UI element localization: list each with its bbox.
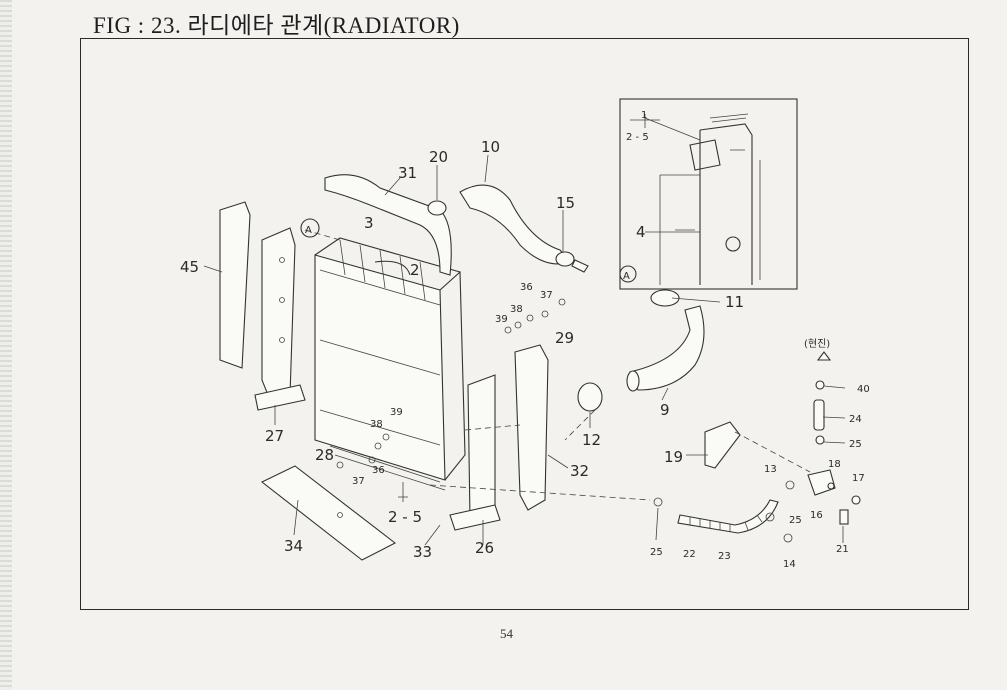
bracket-27 <box>254 227 306 411</box>
label-hyeonjin: (현진) <box>804 338 830 350</box>
label-22: 22 <box>683 549 696 560</box>
scan-edge-strip <box>0 0 12 690</box>
label-A-main: A <box>305 225 312 236</box>
upper-hose-10 <box>459 184 571 265</box>
label-17: 17 <box>852 473 865 484</box>
label-24: 24 <box>849 414 862 425</box>
side-panel-45 <box>219 201 251 369</box>
label-13: 13 <box>764 464 777 475</box>
bracket-26 <box>449 374 501 531</box>
radiator-core <box>314 237 466 491</box>
label-39-upper: 39 <box>495 314 508 325</box>
label-16: 16 <box>810 510 823 521</box>
label-25-b: 25 <box>789 515 802 526</box>
label-36-lower: 36 <box>372 465 385 476</box>
clamp-12 <box>577 382 603 412</box>
label-19: 19 <box>664 448 683 466</box>
label-36-upper: 36 <box>520 282 533 293</box>
label-28: 28 <box>315 446 334 464</box>
label-14: 14 <box>783 559 796 570</box>
label-38-upper: 38 <box>510 304 523 315</box>
label-37-lower: 37 <box>352 476 365 487</box>
label-2: 2 <box>410 261 420 279</box>
label-11: 11 <box>725 293 744 311</box>
lower-hose-9 <box>626 305 705 392</box>
cap-20 <box>427 200 447 216</box>
label-40: 40 <box>857 384 870 395</box>
inset-label-2-5: 2 - 5 <box>626 132 649 143</box>
bottom-plate-34 <box>260 465 397 561</box>
fitting-15 <box>555 251 589 273</box>
diagram-frame <box>80 38 969 610</box>
bracket-19 <box>704 421 741 469</box>
label-33: 33 <box>413 543 432 561</box>
figure-title: FIG : 23. 라디에타 관계(RADIATOR) <box>93 13 460 38</box>
label-34: 34 <box>284 537 303 555</box>
label-25-a: 25 <box>650 547 663 558</box>
label-31: 31 <box>398 164 417 182</box>
label-21: 21 <box>836 544 849 555</box>
label-15: 15 <box>556 194 575 212</box>
label-2-5-lower: 2 - 5 <box>388 508 422 526</box>
label-23: 23 <box>718 551 731 562</box>
label-39-lower: 39 <box>390 407 403 418</box>
label-29: 29 <box>555 329 574 347</box>
label-12: 12 <box>582 431 601 449</box>
inset-detail <box>619 98 798 290</box>
label-20: 20 <box>429 148 448 166</box>
label-38-lower: 38 <box>370 419 383 430</box>
label-27: 27 <box>265 427 284 445</box>
assembly-lines <box>304 229 811 501</box>
shroud-31 <box>324 174 452 276</box>
leader-lines <box>203 114 846 546</box>
clamp-11 <box>650 289 680 307</box>
marker-circle-A <box>300 218 320 238</box>
drain-valve-16 <box>807 351 861 525</box>
side-panel-32 <box>514 344 549 511</box>
label-18: 18 <box>828 459 841 470</box>
page-number: 54 <box>500 626 513 641</box>
label-26: 26 <box>475 539 494 557</box>
label-32: 32 <box>570 462 589 480</box>
label-9: 9 <box>660 401 670 419</box>
label-45: 45 <box>180 258 199 276</box>
inset-label-4: 4 <box>636 223 646 241</box>
drain-hose-23 <box>677 499 779 534</box>
label-3: 3 <box>364 214 374 232</box>
label-10: 10 <box>481 138 500 156</box>
label-25-c: 25 <box>849 439 862 450</box>
inset-label-A: A <box>623 271 630 282</box>
small-fasteners <box>336 298 795 543</box>
label-37-upper: 37 <box>540 290 553 301</box>
inset-label-1: 1 <box>641 110 647 121</box>
